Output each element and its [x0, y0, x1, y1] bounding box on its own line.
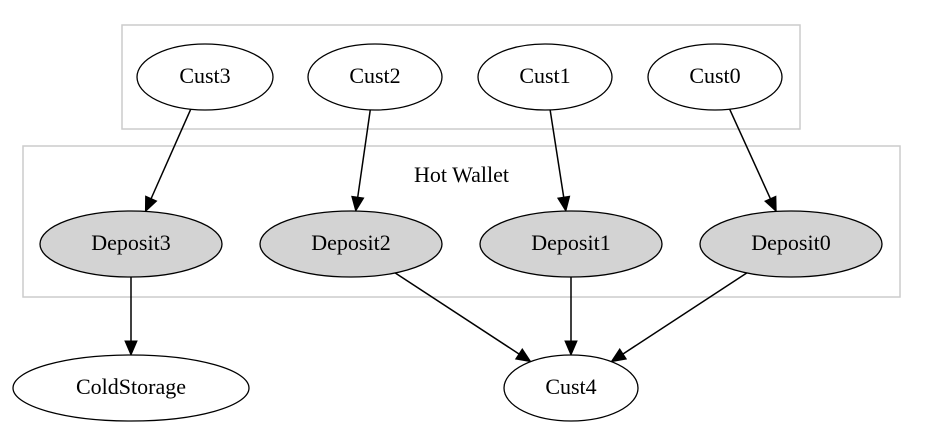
edge-deposit3-to-coldstorage: [124, 277, 138, 357]
edge-line: [150, 108, 192, 199]
node-deposit3: Deposit3: [39, 210, 223, 278]
node-coldstorage-ellipse: [12, 354, 250, 422]
edge-cust2-to-deposit2: [351, 109, 372, 213]
node-cust0: Cust0: [647, 43, 783, 111]
edge-arrowhead: [610, 348, 628, 363]
edge-deposit2-to-cust4: [394, 272, 532, 363]
node-deposit1: Deposit1: [479, 210, 663, 278]
node-deposit0-ellipse: [699, 210, 883, 278]
node-cust1: Cust1: [477, 43, 613, 111]
cluster-hot-wallet: Hot Wallet: [22, 145, 901, 298]
edge-cust0-to-deposit0: [728, 108, 777, 213]
node-cust1-label: Cust1: [519, 63, 570, 88]
edge-arrowhead: [351, 195, 365, 213]
edge-arrowhead: [556, 195, 571, 213]
edge-cust3-to-deposit3: [144, 108, 192, 213]
node-coldstorage: ColdStorage: [12, 354, 250, 422]
edge-arrowhead: [564, 340, 578, 357]
node-deposit0: Deposit0: [699, 210, 883, 278]
node-deposit2-ellipse: [259, 210, 443, 278]
node-cust0-ellipse: [647, 43, 783, 111]
node-cust1-ellipse: [477, 43, 613, 111]
edge-arrowhead: [144, 195, 158, 213]
edge-arrowhead: [514, 348, 532, 363]
node-cust0-label: Cust0: [689, 63, 740, 88]
node-coldstorage-label: ColdStorage: [76, 374, 186, 399]
edge-cust1-to-deposit1: [549, 109, 571, 213]
node-cust2: Cust2: [307, 43, 443, 111]
node-cust4-label: Cust4: [545, 374, 596, 399]
edge-arrowhead: [124, 340, 138, 357]
node-cust3-ellipse: [136, 43, 274, 111]
node-deposit1-label: Deposit1: [531, 230, 610, 255]
node-deposit3-ellipse: [39, 210, 223, 278]
edge-arrowhead: [764, 195, 777, 213]
node-deposit0-label: Deposit0: [751, 230, 830, 255]
edge-line: [549, 109, 565, 198]
node-cust4-ellipse: [503, 354, 639, 422]
edge-line: [728, 108, 772, 200]
node-deposit1-ellipse: [479, 210, 663, 278]
node-cust3: Cust3: [136, 43, 274, 111]
edge-line: [394, 272, 520, 355]
edge-line: [356, 109, 372, 198]
edge-deposit0-to-cust4: [610, 272, 748, 363]
node-deposit2: Deposit2: [259, 210, 443, 278]
node-cust4: Cust4: [503, 354, 639, 422]
edge-deposit1-to-cust4: [564, 277, 578, 357]
cluster-hot-wallet-label: Hot Wallet: [414, 162, 509, 187]
edge-line: [622, 272, 748, 355]
cluster-hot-wallet-border: [22, 145, 901, 298]
node-cust2-ellipse: [307, 43, 443, 111]
node-deposit2-label: Deposit2: [311, 230, 390, 255]
cluster-customers: [121, 24, 801, 130]
node-deposit3-label: Deposit3: [91, 230, 170, 255]
cluster-customers-border: [121, 24, 801, 130]
node-cust2-label: Cust2: [349, 63, 400, 88]
node-cust3-label: Cust3: [179, 63, 230, 88]
